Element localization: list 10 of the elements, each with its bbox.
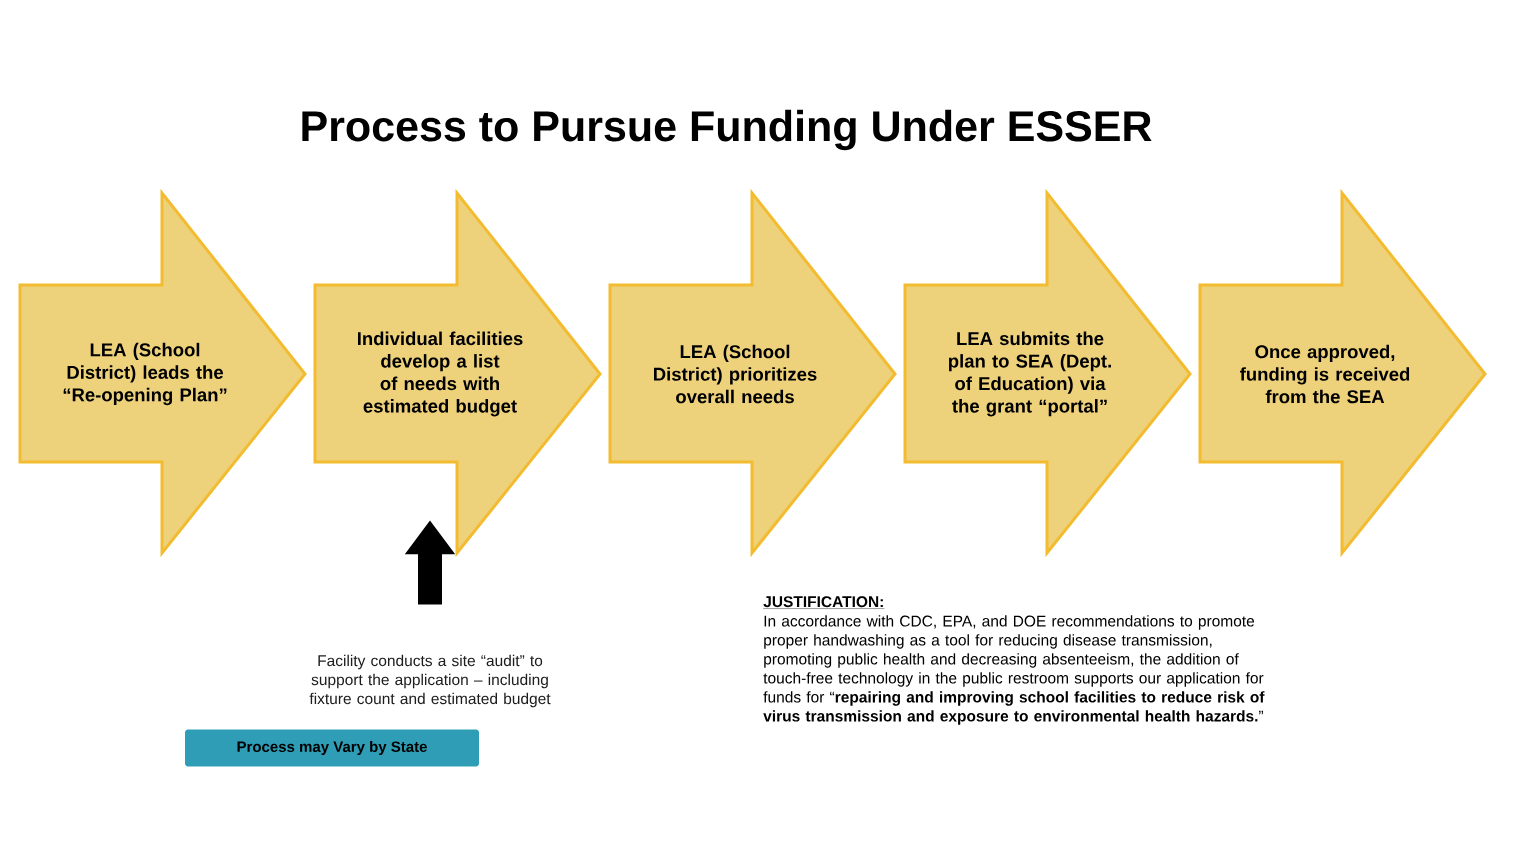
paragraph: In accordance with CDC, EPA, and DOE recommendations to promote proper handwashing as a tool for reducing disease transmission, promoting public health and decreasing absenteeism, the addition of touch-free technology in the public restroom supports our application for funds for “repairing and improving school facilities to reduce risk of virus transmission and exposure to environmental health hazards.” (763, 615, 1265, 725)
title: Process to Pursue Funding Under ESSER (302, 109, 1152, 151)
label-button: Process may Vary by State (185, 729, 479, 767)
note-text: Facility conducts a site “audit” to support the application – including fixture count and estimated budget (309, 654, 551, 708)
arrow-step: Individual facilities develop a list of needs with estimated budget (313, 188, 602, 558)
arrow-step: LEA (School District) leads the “Re-opening Plan” (18, 188, 307, 558)
arrow-step: Once approved, funding is received from the SEA (1198, 188, 1487, 558)
arrow-step: LEA submits the plan to SEA (Dept. of Education) via the grant “portal” (903, 188, 1192, 558)
arrow-step: LEA (School District) prioritizes overall needs (608, 188, 897, 558)
heading: JUSTIFICATION: (763, 596, 885, 609)
